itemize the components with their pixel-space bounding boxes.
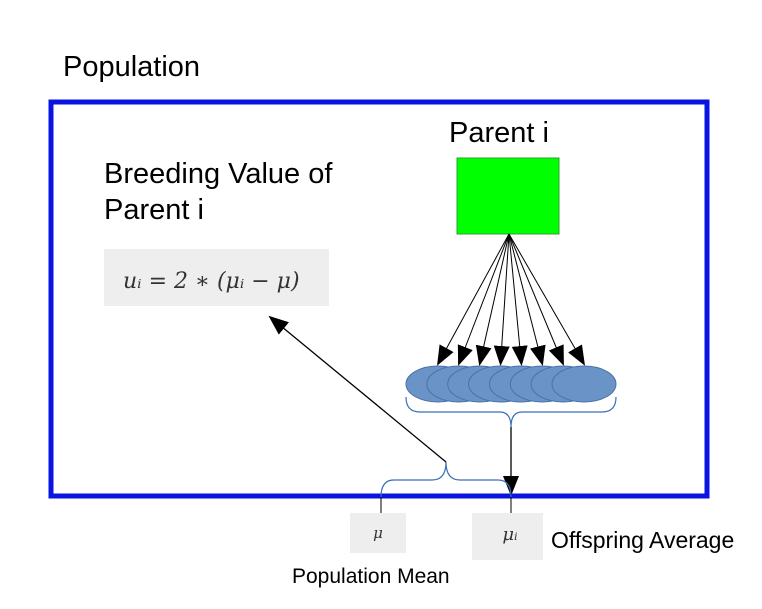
parent-to-offspring-arrow [437, 233, 510, 366]
breeding-value-label-line1: Breeding Value of [104, 158, 333, 190]
offspring-ellipse [551, 365, 617, 403]
parent-to-offspring-arrow [493, 233, 510, 366]
mu-i-symbol: μᵢ [502, 524, 518, 545]
breeding-value-formula: uᵢ = 2 ∗ (μᵢ − μ) [123, 269, 300, 294]
parent-to-offspring-arrow [508, 233, 528, 366]
mu-symbol: μ [373, 524, 383, 542]
parent-to-offspring-arrow [508, 233, 564, 366]
parent-square [456, 157, 560, 235]
parent-to-offspring-arrows [437, 233, 585, 366]
formula-box [104, 249, 329, 306]
offspring-group [405, 365, 617, 403]
offspring-average-label: Offspring Average [551, 527, 734, 553]
mu-box [350, 513, 406, 553]
difference-to-formula-arrow [268, 315, 447, 463]
parent-to-offspring-arrow [508, 233, 546, 366]
mu-i-box [472, 513, 543, 560]
difference-brace [380, 461, 512, 498]
parent-label: Parent i [449, 117, 549, 149]
population-box [48, 99, 710, 499]
breeding-value-label-line2: Parent i [104, 194, 204, 226]
parent-to-offspring-arrow [475, 233, 510, 366]
parent-to-offspring-arrow [508, 233, 585, 366]
parent-to-offspring-arrow [457, 233, 510, 366]
population-mean-label: Population Mean [292, 565, 450, 588]
population-title: Population [63, 51, 200, 83]
